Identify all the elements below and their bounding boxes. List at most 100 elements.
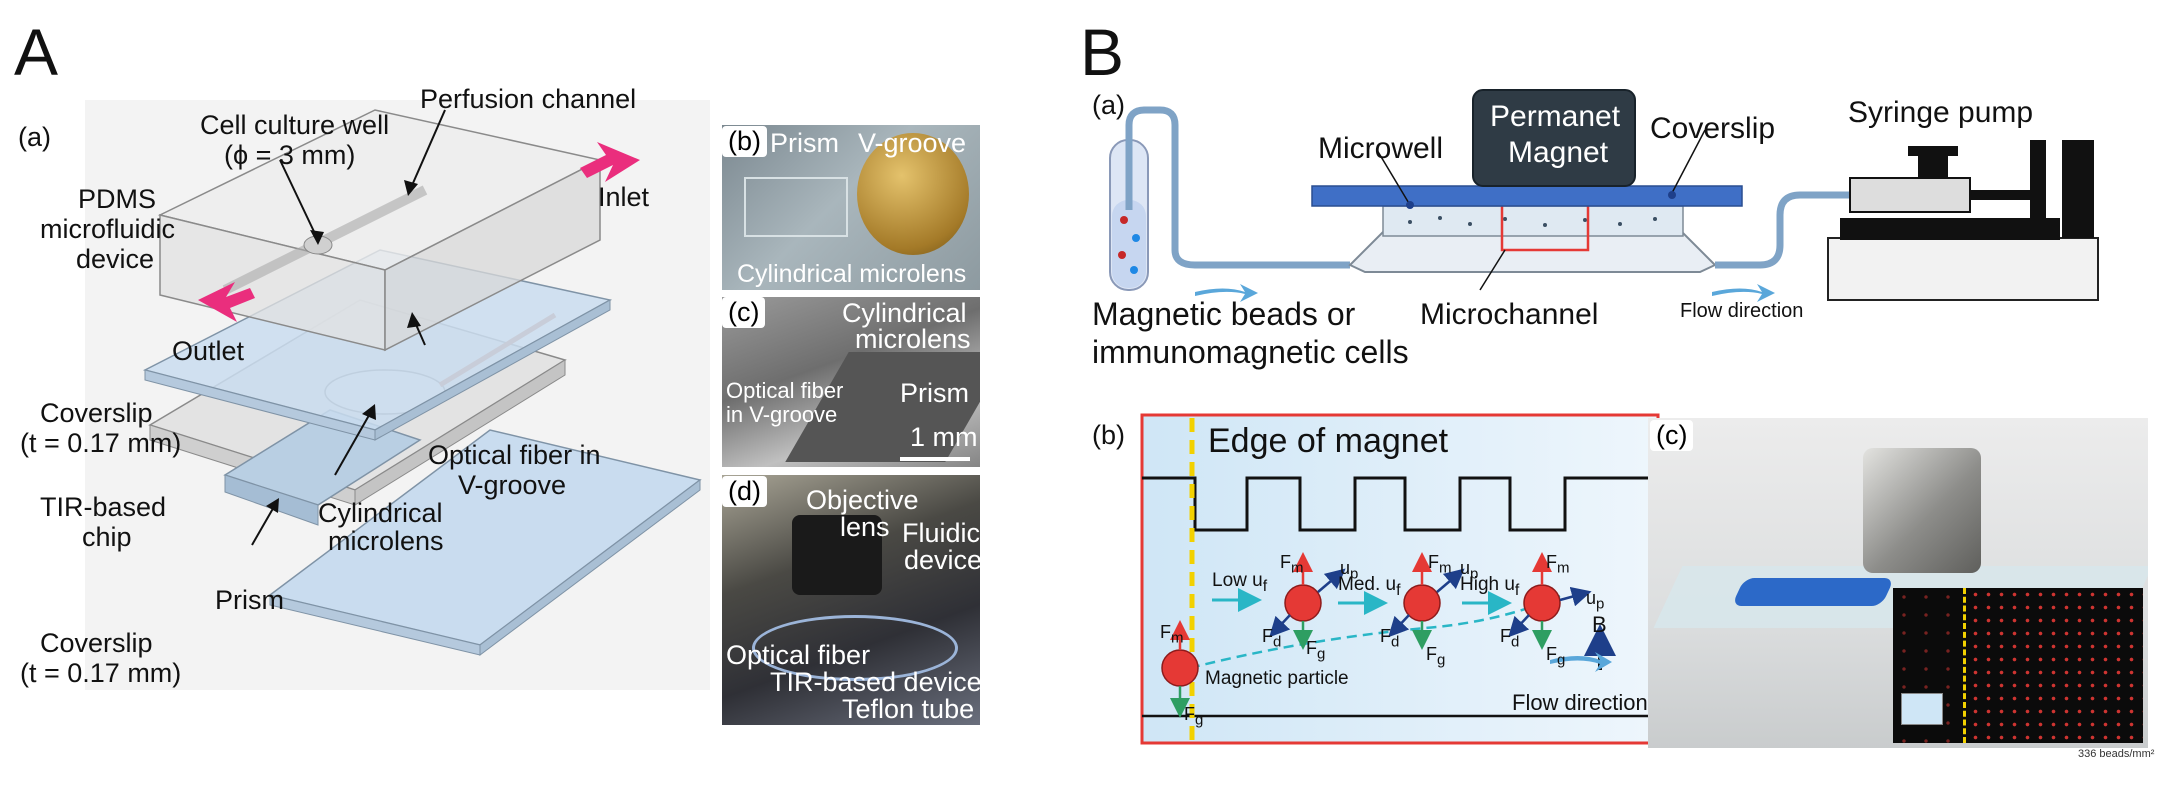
pdms-label-3: device <box>76 244 155 274</box>
photo-b-c-tag: (c) <box>1650 420 1694 451</box>
photo-d-objective-label-1: Objective <box>806 485 919 515</box>
inlet-arrow <box>580 142 640 182</box>
optical-fiber-label-2: V-groove <box>458 470 567 500</box>
blue-channel-shape <box>1731 578 1895 606</box>
photo-d-objective-label-2: lens <box>840 512 890 542</box>
photo-c-scale-label: 1 mm <box>910 422 978 452</box>
chip-outline <box>744 177 848 237</box>
photo-d-tag: (d) <box>722 476 767 507</box>
inlet-label: Inlet <box>598 182 650 212</box>
tir-chip-label-1: TIR-based <box>40 492 167 522</box>
edge-of-magnet-label: Edge of magnet <box>1208 422 1449 460</box>
fm-label-3: Fm <box>1428 552 1452 577</box>
low-flow-label: Low uf <box>1212 570 1268 595</box>
pdms-label-1: PDMS <box>78 184 157 214</box>
force-diagram-frame <box>1140 413 1660 745</box>
outlet-arrow <box>198 282 255 322</box>
med-flow-label: Med. uf <box>1338 574 1401 599</box>
b-field-label: B <box>1592 612 1607 637</box>
particle-trajectory <box>1189 594 1561 670</box>
objective-lens-shape <box>792 515 882 595</box>
panel-b-a-schematic <box>1109 89 2099 302</box>
photo-c-fiber-label-1: Optical fiber <box>726 378 844 403</box>
particle-1 <box>1161 649 1199 687</box>
magnet-cube-shape <box>1863 448 1981 573</box>
panel-a-label: A <box>14 15 59 89</box>
panel-a-a-tag: (a) <box>18 122 51 152</box>
coin-shape <box>857 133 969 255</box>
microwell-label: Microwell <box>1318 132 1444 165</box>
tubing-shape <box>752 615 958 681</box>
photo-d-fluidic-label-1: Fluidic <box>902 518 981 548</box>
cylindrical-microlens-label-1: Cylindrical <box>318 498 443 528</box>
photo-b-device-with-coin <box>722 125 980 290</box>
photo-b-lens-label: Cylindrical microlens <box>737 260 967 288</box>
prism-label: Prism <box>215 585 284 615</box>
syringe-pump-base <box>1827 237 2099 301</box>
fg-label-3: Fg <box>1426 644 1446 669</box>
inset-thumbnail <box>1901 693 1943 725</box>
perfusion-channel-label: Perfusion channel <box>420 84 637 114</box>
up-label-3: up <box>1460 558 1479 583</box>
photo-b-prism-label: Prism <box>770 128 839 158</box>
fd-label-2: Fd <box>1262 626 1282 651</box>
cell-culture-well-dim: (ϕ = 3 mm) <box>224 140 356 170</box>
magnet-label-2: Magnet <box>1508 136 1609 169</box>
coverslip-2-label: Coverslip <box>40 628 153 658</box>
inlet-tube <box>1125 106 1350 269</box>
coverslip-1-label: Coverslip <box>40 398 153 428</box>
photo-c-sem-image <box>722 297 980 467</box>
photo-d-fluidic-label-2: device <box>904 545 983 575</box>
fd-label-3: Fd <box>1380 626 1400 651</box>
photo-c-tag: (c) <box>722 297 766 328</box>
scale-bar <box>900 457 970 461</box>
panel-b-b-tag: (b) <box>1092 420 1125 450</box>
magnet-edge-profile <box>1142 476 1658 532</box>
cell-culture-well-label: Cell culture well <box>200 110 390 140</box>
b-a-flow-direction-label: Flow direction <box>1680 300 1804 322</box>
fm-label-2: Fm <box>1280 552 1304 577</box>
up-label-2: up <box>1340 558 1359 583</box>
magnetic-beads-label-2: immunomagnetic cells <box>1092 334 1409 370</box>
photo-b-vgroove-label: V-groove <box>858 128 967 158</box>
photo-d-teflon-label: Teflon tube <box>842 694 975 724</box>
up-label-4: up <box>1586 588 1605 613</box>
photo-d-fiber-label: Optical fiber <box>726 640 871 670</box>
fg-label-4: Fg <box>1546 644 1566 669</box>
b-coverslip-shape <box>1311 185 1743 207</box>
optical-fiber-label-1: Optical fiber in <box>428 440 601 470</box>
photo-d-setup-image <box>722 475 980 725</box>
photo-c-fiber-label-2: in V-groove <box>726 402 838 427</box>
inset-beads <box>1969 588 2143 743</box>
high-flow-label: High uf <box>1460 574 1520 599</box>
photo-b-tag: (b) <box>722 126 767 157</box>
photo-c-lens-label-2: microlens <box>855 324 971 354</box>
coverslip-1-thickness: (t = 0.17 mm) <box>20 428 182 458</box>
fd-label-4: Fd <box>1500 626 1520 651</box>
b-b-flow-direction-label: Flow direction <box>1512 690 1648 715</box>
outlet-label: Outlet <box>172 336 245 366</box>
fluorescence-inset <box>1893 588 2143 743</box>
b-b-flow-arrow <box>1550 652 1612 672</box>
cylindrical-microlens-label-2: microlens <box>328 526 444 556</box>
flow-arrow-left <box>1195 284 1258 302</box>
panel-b-label: B <box>1080 15 1125 89</box>
photo-c-lens-label-1: Cylindrical <box>842 298 967 328</box>
coverslip-2-thickness: (t = 0.17 mm) <box>20 658 182 688</box>
syringe-pump-label: Syringe pump <box>1848 96 2034 129</box>
tir-chip-label-2: chip <box>82 522 132 552</box>
magnetic-particle-label: Magnetic particle <box>1205 668 1349 689</box>
permanent-magnet-shape <box>1472 89 1636 187</box>
magnetic-beads-label-1: Magnetic beads or <box>1092 296 1356 332</box>
flow-arrow-right <box>1712 284 1775 302</box>
fg-label-2: Fg <box>1306 638 1326 663</box>
fm-label-4: Fm <box>1546 552 1570 577</box>
microchannel-label: Microchannel <box>1420 298 1599 331</box>
photo-b-c-magnet-on-chip <box>1648 418 2148 748</box>
fg-label-1: Fg <box>1184 704 1204 729</box>
photo-d-tir-label: TIR-based device <box>770 667 982 697</box>
photo-c-prism-label: Prism <box>900 378 969 408</box>
panel-b-a-tag: (a) <box>1092 90 1125 120</box>
pdms-label-2: microfluidic <box>40 214 176 244</box>
magnet-label-1: Permanet <box>1490 100 1621 133</box>
